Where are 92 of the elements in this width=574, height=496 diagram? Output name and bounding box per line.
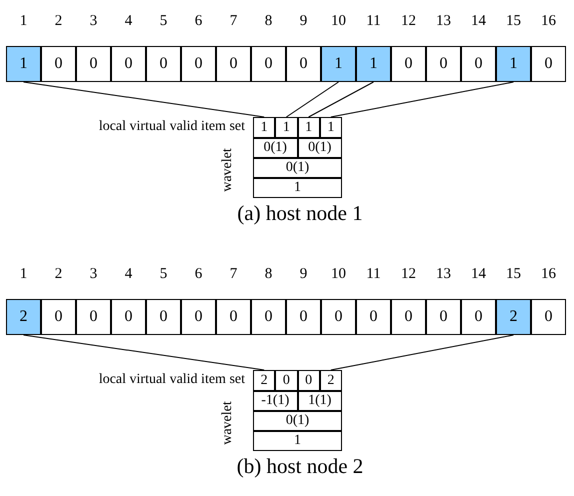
index-number: 15 — [506, 14, 521, 29]
array-cell: 1 — [496, 46, 531, 82]
array-cell: 0 — [426, 46, 461, 82]
index-number: 10 — [331, 14, 346, 29]
index-number: 16 — [541, 14, 556, 29]
array-cell: 0 — [286, 299, 321, 335]
index-number: 1 — [20, 14, 28, 29]
array-cell: 1 — [6, 46, 41, 82]
index-number: 11 — [366, 267, 381, 282]
index-number: 5 — [160, 267, 168, 282]
index-number: 1 — [20, 267, 28, 282]
item-cell: 0 — [275, 370, 298, 391]
index-number: 12 — [401, 14, 416, 29]
array-cell: 0 — [461, 299, 496, 335]
array-cell: 0 — [251, 46, 286, 82]
array-cell: 0 — [216, 299, 251, 335]
array-cell: 0 — [41, 46, 76, 82]
array-cell: 0 — [531, 46, 566, 82]
array-cell: 0 — [356, 299, 391, 335]
wavelet-cell: 0(1) — [298, 138, 342, 158]
array-cell: 0 — [531, 299, 566, 335]
wavelet-cell: 0(1) — [253, 158, 342, 178]
index-number: 6 — [194, 14, 202, 29]
index-number: 8 — [264, 267, 272, 282]
array-cell: 0 — [286, 46, 321, 82]
connector-line — [286, 82, 339, 118]
row-label: local virtual valid item set — [98, 373, 245, 387]
wavelet-cell: 1 — [253, 178, 342, 198]
wavelet-cell: 1 — [253, 431, 342, 451]
array-cell: 0 — [461, 46, 496, 82]
array-cell: 0 — [76, 46, 111, 82]
index-number: 7 — [230, 267, 238, 282]
item-cell: 2 — [253, 370, 276, 391]
connector-line — [23, 334, 265, 370]
array-cell: 1 — [356, 46, 391, 82]
array-cell: 2 — [496, 299, 531, 335]
axis-label: wavelet — [221, 401, 235, 445]
item-cell: 1 — [320, 117, 342, 138]
array-cell: 0 — [426, 299, 461, 335]
array-cell: 0 — [111, 46, 146, 82]
item-cell: 2 — [320, 370, 342, 391]
array-cell: 0 — [76, 299, 111, 335]
connector-line — [23, 82, 265, 118]
index-number: 3 — [90, 14, 98, 29]
wavelet-cell: 0(1) — [253, 138, 298, 158]
item-cell: 1 — [275, 117, 298, 138]
index-number: 13 — [436, 267, 451, 282]
connector-line — [308, 82, 374, 118]
index-number: 8 — [264, 14, 272, 29]
index-number: 2 — [54, 267, 62, 282]
index-number: 16 — [541, 267, 556, 282]
array-cell: 0 — [146, 46, 181, 82]
caption: (b) host node 2 — [236, 456, 364, 477]
index-number: 11 — [366, 14, 381, 29]
index-number: 2 — [54, 14, 62, 29]
index-number: 6 — [194, 267, 202, 282]
index-number: 3 — [90, 267, 98, 282]
index-number: 9 — [300, 14, 308, 29]
array-cell: 0 — [216, 46, 251, 82]
array-cell: 0 — [111, 299, 146, 335]
item-cell: 0 — [298, 370, 320, 391]
index-number: 15 — [506, 267, 521, 282]
wavelet-cell: 0(1) — [253, 411, 342, 431]
array-cell: 0 — [146, 299, 181, 335]
connector-line — [330, 82, 514, 118]
index-number: 4 — [124, 267, 132, 282]
array-cell: 0 — [391, 46, 426, 82]
array-cell: 0 — [251, 299, 286, 335]
item-cell: 1 — [253, 117, 276, 138]
caption: (a) host node 1 — [237, 203, 363, 224]
index-number: 7 — [230, 14, 238, 29]
index-number: 4 — [124, 14, 132, 29]
index-number: 13 — [436, 14, 451, 29]
wavelet-cell: -1(1) — [253, 391, 298, 411]
index-number: 10 — [331, 267, 346, 282]
item-cell: 1 — [298, 117, 320, 138]
connector-line — [330, 334, 514, 370]
array-cell: 0 — [321, 299, 356, 335]
array-cell: 0 — [391, 299, 426, 335]
index-number: 14 — [471, 14, 486, 29]
axis-label: wavelet — [221, 148, 235, 192]
index-number: 9 — [300, 267, 308, 282]
row-label: local virtual valid item set — [98, 120, 245, 134]
array-cell: 0 — [41, 299, 76, 335]
index-number: 12 — [401, 267, 416, 282]
index-number: 5 — [160, 14, 168, 29]
wavelet-cell: 1(1) — [298, 391, 342, 411]
array-cell: 0 — [181, 299, 216, 335]
index-number: 14 — [471, 267, 486, 282]
array-cell: 0 — [181, 46, 216, 82]
array-cell: 1 — [321, 46, 356, 82]
array-cell: 2 — [6, 299, 41, 335]
